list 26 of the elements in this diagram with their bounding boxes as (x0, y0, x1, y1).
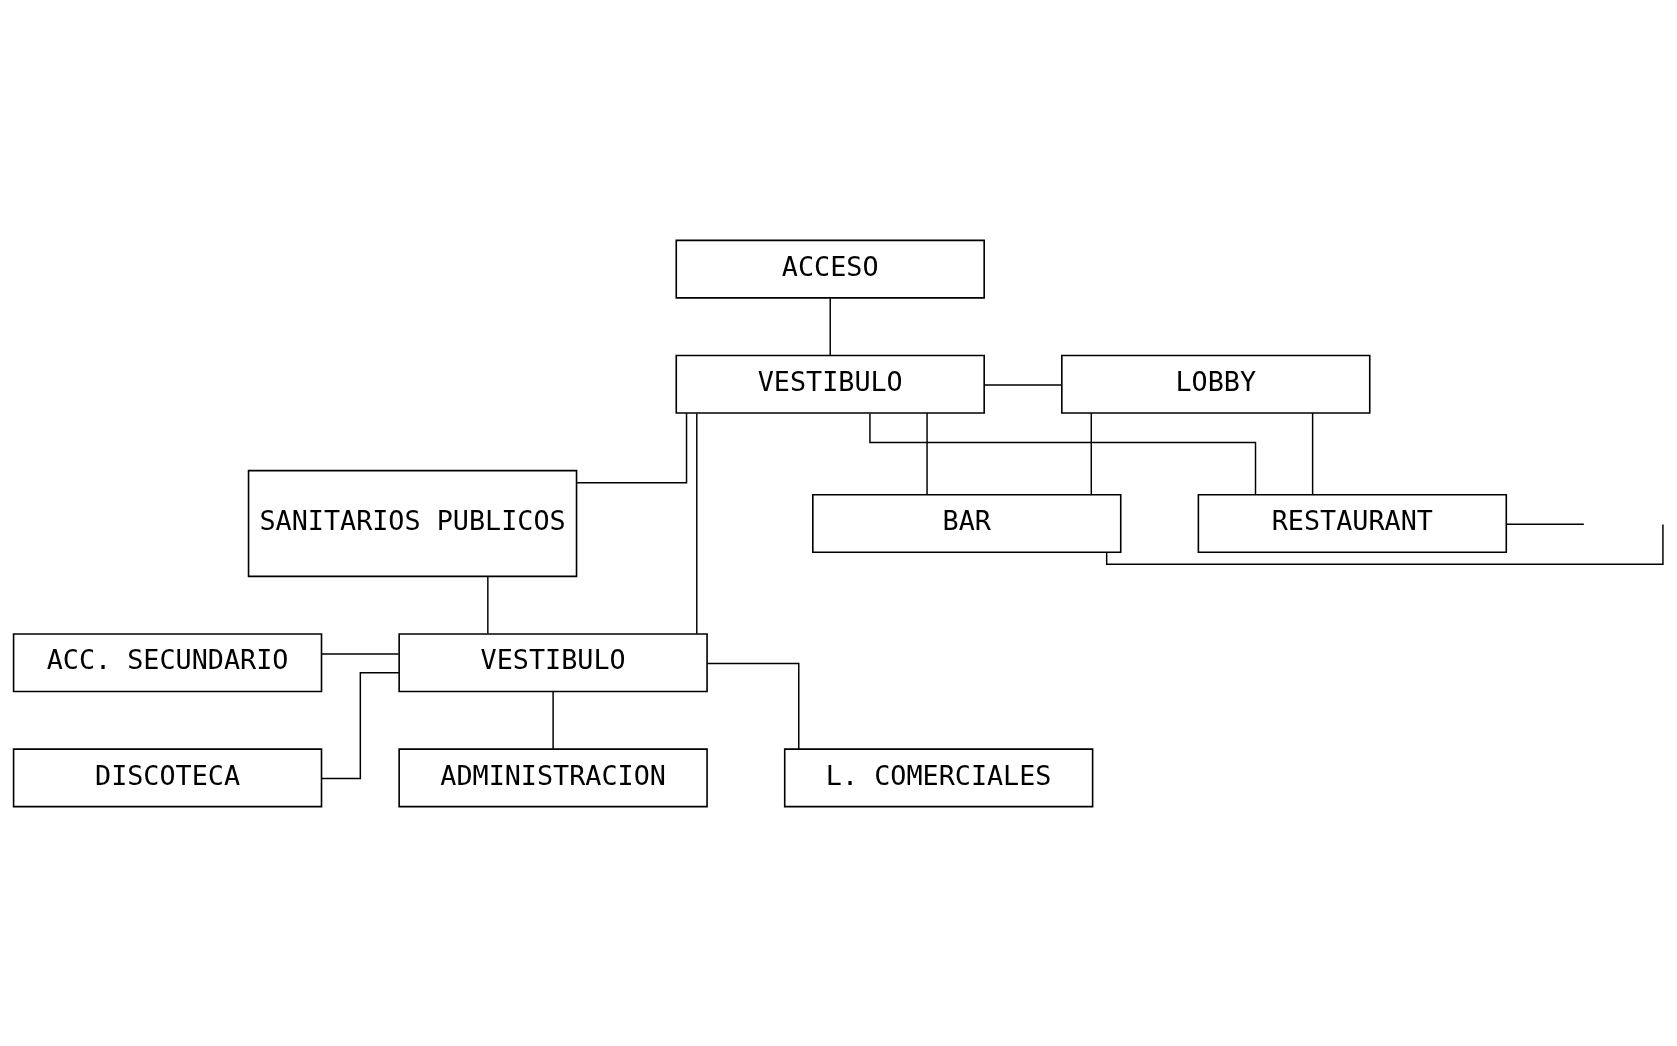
connector (552, 690, 554, 750)
connector (1311, 411, 1314, 495)
connector (1105, 523, 1664, 565)
node-box: BAR (812, 493, 1122, 553)
node-box: SANITARIOS PUBLICOS (247, 469, 578, 577)
connector (320, 652, 400, 655)
connector (1090, 411, 1092, 495)
node-box: ACC. SECUNDARIO (12, 632, 323, 692)
node-box: ADMINISTRACION (398, 747, 708, 807)
node-box: L. COMERCIALES (783, 747, 1094, 807)
node-box: LOBBY (1061, 354, 1371, 414)
node-box: VESTIBULO (675, 354, 985, 414)
connector (869, 412, 1257, 495)
node-box: VESTIBULO (398, 632, 708, 692)
connector (696, 412, 698, 635)
connector (829, 296, 831, 356)
node-box: DISCOTECA (12, 747, 323, 807)
connector (487, 575, 489, 634)
connector (321, 671, 400, 779)
connector (983, 383, 1063, 386)
connector (575, 412, 688, 483)
node-box: ACCESO (675, 239, 985, 299)
connector (926, 411, 928, 495)
node-box: RESTAURANT (1197, 493, 1508, 553)
connector (706, 662, 800, 750)
connector (1506, 522, 1585, 525)
